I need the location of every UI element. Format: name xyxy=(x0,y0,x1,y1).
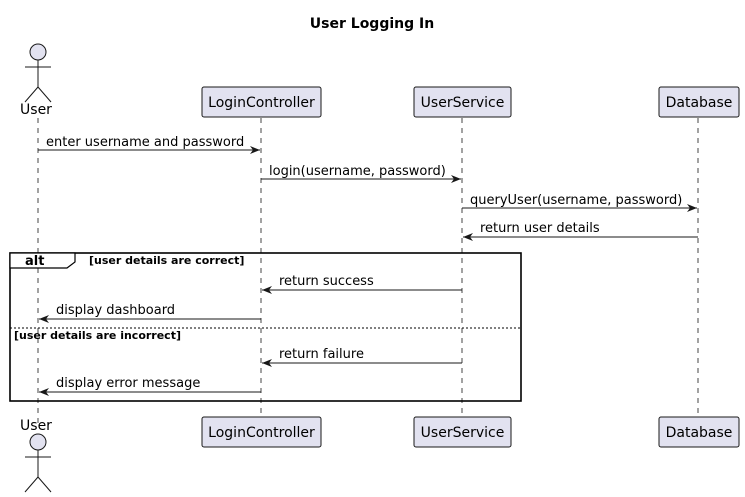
message-2: login(username, password) xyxy=(261,164,461,183)
participant-login-top: LoginController xyxy=(201,86,322,118)
message-label: display dashboard xyxy=(56,303,175,318)
message-label: queryUser(username, password) xyxy=(470,193,682,208)
diagram-title: User Logging In xyxy=(310,16,434,32)
fragment-guard-1: [user details are correct] xyxy=(89,254,244,267)
message-label: return failure xyxy=(279,347,364,362)
message-label: display error message xyxy=(56,376,200,391)
participant-label: LoginController xyxy=(208,425,315,441)
participant-label: User xyxy=(20,418,52,434)
message-label: return success xyxy=(279,274,374,289)
participant-label: User xyxy=(20,102,52,118)
participant-label: UserService xyxy=(421,425,505,441)
alt-fragment: alt [user details are correct] [user det… xyxy=(9,252,522,402)
participant-service-top: UserService xyxy=(413,86,512,118)
participant-label: Database xyxy=(666,95,733,111)
participant-db-top: Database xyxy=(658,86,740,118)
actor-icon xyxy=(24,43,52,103)
message-7: return failure xyxy=(262,347,462,367)
participant-label: Database xyxy=(666,425,733,441)
participant-login-bottom: LoginController xyxy=(201,416,322,448)
actor-user-bottom: User xyxy=(20,418,52,493)
fragment-guard-2: [user details are incorrect] xyxy=(14,329,181,342)
message-6: display dashboard xyxy=(39,303,261,323)
actor-user-top: User xyxy=(20,43,52,118)
participant-service-bottom: UserService xyxy=(413,416,512,448)
message-label: return user details xyxy=(480,221,600,236)
participant-label: LoginController xyxy=(208,95,315,111)
fragment-keyword: alt xyxy=(25,254,44,269)
message-4: return user details xyxy=(463,221,698,241)
participant-db-bottom: Database xyxy=(658,416,740,448)
participant-label: UserService xyxy=(421,95,505,111)
message-8: display error message xyxy=(39,376,261,396)
message-label: enter username and password xyxy=(46,135,244,150)
message-3: queryUser(username, password) xyxy=(462,193,697,212)
message-label: login(username, password) xyxy=(269,164,446,179)
message-1: enter username and password xyxy=(38,135,260,154)
message-5: return success xyxy=(262,274,462,294)
actor-icon xyxy=(24,433,52,493)
